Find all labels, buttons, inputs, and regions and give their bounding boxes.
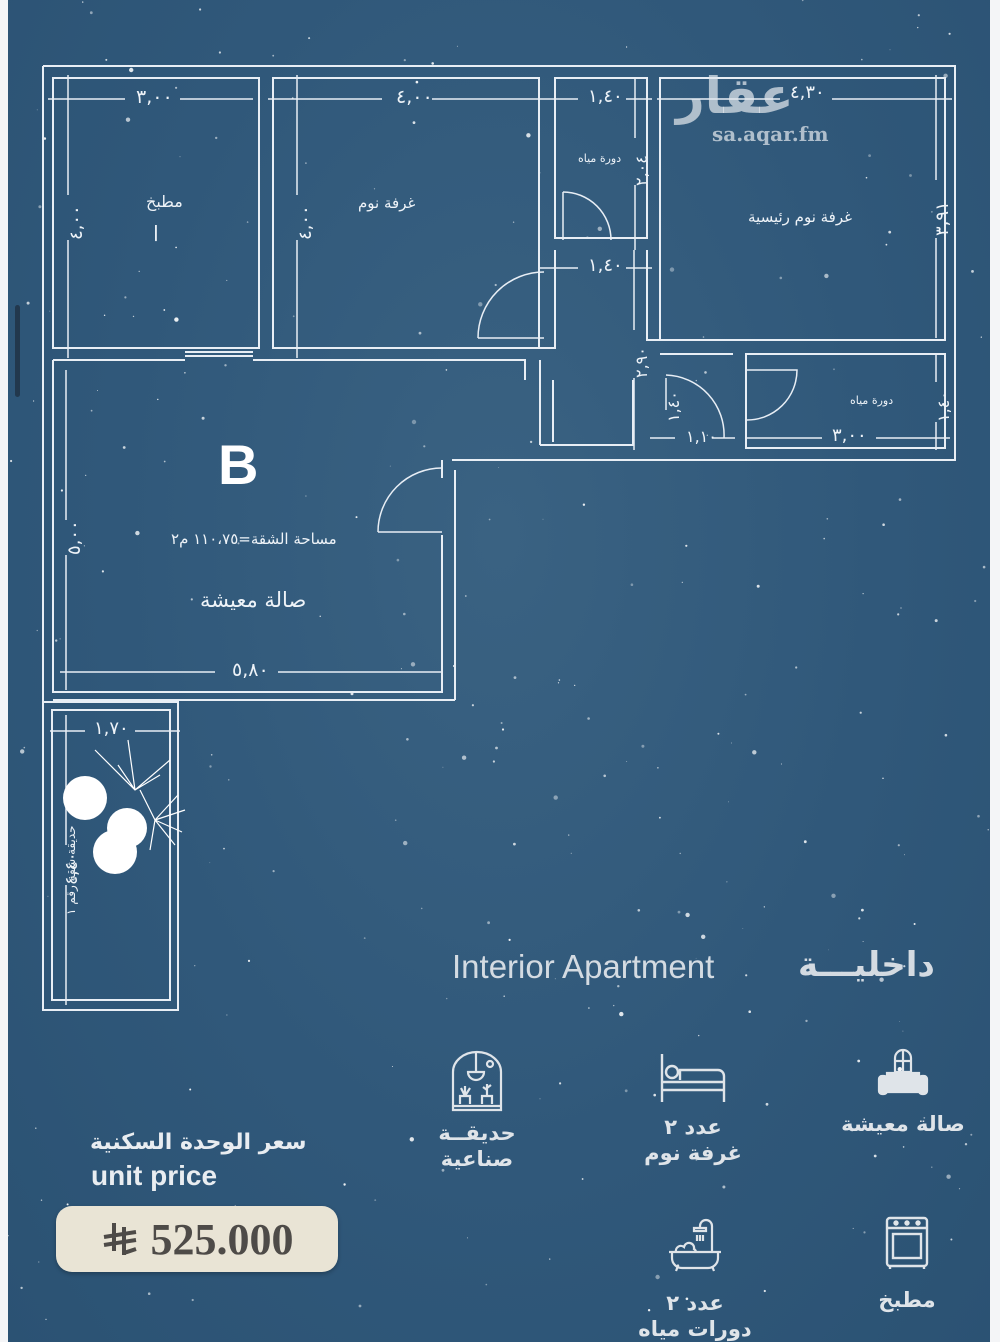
dim-bedroom-width: ٤,٠٠ (396, 86, 433, 108)
apartment-area-label: مساحة الشقة=١١٠،٧٥ م٢ (171, 530, 337, 548)
bathtub-icon (669, 1218, 721, 1272)
feature-living-room-label: صالة معيشة (841, 1112, 965, 1136)
floor-plan-drawing (42, 65, 956, 1011)
aqar-watermark: عقار sa.aqar.fm (676, 68, 829, 146)
dim-master-height: ٣,٩١ (932, 201, 953, 236)
feature-bedrooms-label: عدد ٢ غرفة نوم (644, 1115, 742, 1165)
listing-image-panel: عقار sa.aqar.fm مطبخ | غرفة نوم غرفة نوم… (8, 0, 990, 1342)
price-badge: 525.000 (56, 1206, 338, 1272)
dim-garden-height: ٤,٤٠ (62, 852, 82, 885)
aqar-url: sa.aqar.fm (712, 122, 829, 146)
feature-bathrooms-label: عدد ٢ دورات مياه (638, 1291, 752, 1341)
feature-kitchen: مطبخ (832, 1214, 982, 1314)
feature-bathrooms: عدد ٢ دورات مياه (620, 1216, 770, 1342)
room-label-kitchen: مطبخ (146, 192, 183, 211)
dim-living-width: ٥,٨٠ (232, 659, 269, 681)
unit-letter: B (218, 433, 259, 496)
price-title-arabic: سعر الوحدة السكنية (90, 1130, 307, 1155)
dim-kitchen-height: ٤,٠٠ (66, 205, 87, 240)
dim-corridor-height: ٢,٩٠ (632, 347, 651, 378)
kitchen-marker: | (153, 222, 159, 241)
room-label-master-bedroom: غرفة نوم رئيسية (748, 208, 852, 226)
dim-bath2-height: ١,٤٠ (934, 391, 953, 422)
room-label-living-room: صالة معيشة (200, 588, 307, 612)
sofa-icon (877, 1048, 929, 1096)
dim-bath1-height: ٢,٠٤ (632, 155, 651, 186)
scroll-handle[interactable] (15, 305, 20, 397)
aqar-logo: عقار (676, 67, 794, 125)
feature-garden-label: حديقــة صناعية (438, 1121, 516, 1171)
dim-living-height: ٥,٠٠ (64, 520, 85, 555)
bed-icon (660, 1054, 726, 1102)
dim-bath1-width: ١,٤٠ (588, 86, 623, 107)
feature-artificial-garden: حديقــة صناعية (402, 1050, 552, 1172)
room-label-bathroom-2: دورة مياه (850, 394, 894, 407)
dim-garden-width: ١,٧٠ (94, 718, 129, 739)
dim-bath2-width: ٣,٠٠ (832, 425, 867, 446)
feature-living-room: صالة معيشة (828, 1046, 978, 1138)
dim-entry-height: ١,٤٠ (664, 391, 683, 422)
apartment-type-arabic: داخليـــة (798, 945, 935, 985)
dim-entry-width: ١,١٠ (686, 427, 717, 446)
feature-bedrooms: عدد ٢ غرفة نوم (618, 1052, 768, 1166)
room-label-bathroom-1: دورة مياه (578, 152, 622, 165)
dim-bedroom-height: ٤,٠٠ (295, 205, 316, 240)
room-label-bedroom: غرفة نوم (358, 194, 416, 212)
dim-corridor-width: ١,٤٠ (588, 255, 623, 276)
apartment-type-english: Interior Apartment (452, 948, 715, 985)
garden-icon (451, 1050, 503, 1112)
stove-icon (885, 1216, 929, 1269)
price-value: 525.000 (150, 1214, 294, 1264)
dim-master-width: ٤,٣٠ (790, 82, 825, 103)
price-title-english: unit price (91, 1160, 218, 1191)
saudi-riyal-icon (103, 1223, 137, 1255)
dim-kitchen-width: ٣,٠٠ (136, 86, 173, 108)
feature-kitchen-label: مطبخ (878, 1288, 936, 1312)
